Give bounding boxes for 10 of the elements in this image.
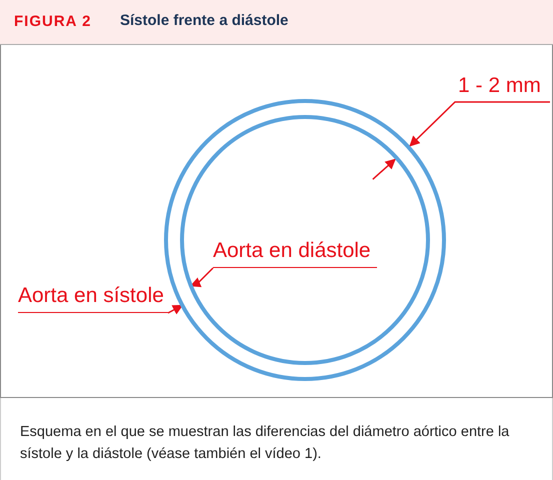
aorta-ring <box>164 99 446 381</box>
callout-label: Aorta en diástole <box>213 239 377 268</box>
dimension-label: 1 - 2 mm <box>458 74 541 98</box>
leader-arrow <box>190 267 214 288</box>
callout-label: Aorta en sístole <box>18 284 168 313</box>
aorta-ring <box>180 115 430 365</box>
caption: Esquema en el que se muestran las diferencias del diámetro aórtico entre la sístole y la diástole (véase también el vídeo 1). <box>20 423 510 464</box>
leader-arrow <box>168 304 184 314</box>
figure-number: FIGURA 2 <box>14 13 92 30</box>
figure-title: Sístole frente a diástole <box>120 12 288 29</box>
